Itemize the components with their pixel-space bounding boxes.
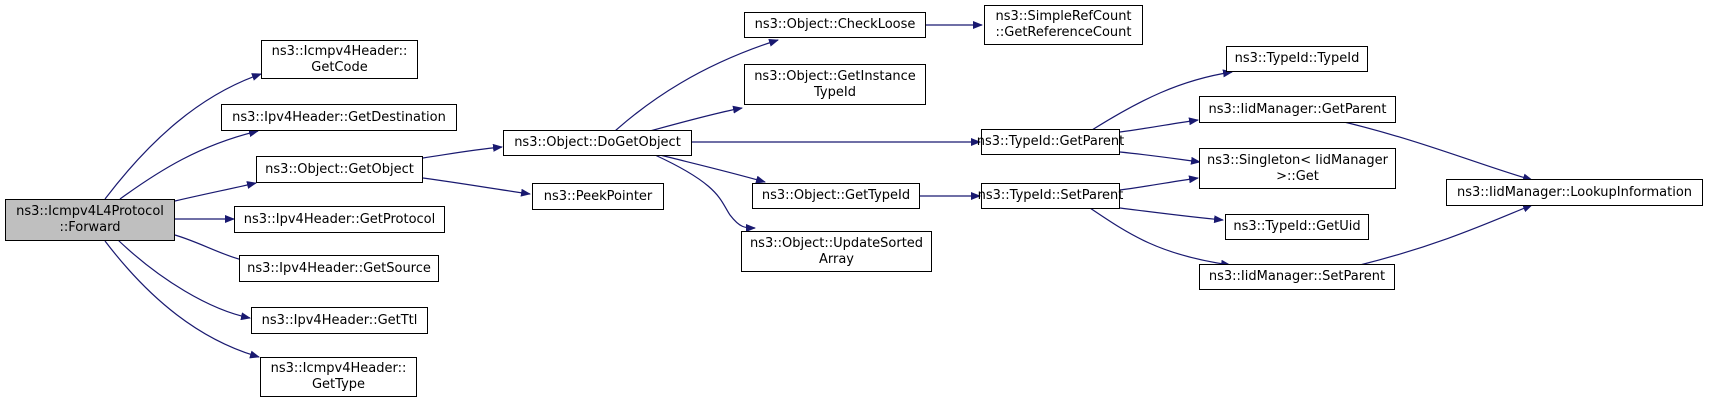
node-icmpv4header-getcode[interactable]: ns3::Icmpv4Header:: GetCode — [261, 40, 418, 79]
node-peekpointer[interactable]: ns3::PeekPointer — [532, 183, 664, 210]
edge-typeidsetparent-getuid — [1119, 207, 1224, 224]
edge-typeidgetparent-iidgetparent — [1119, 117, 1199, 133]
edge-forward-getobject — [174, 181, 257, 202]
node-label-line-1: ns3::SimpleRefCount — [995, 9, 1132, 24]
node-label-line-2: GetType — [311, 377, 366, 392]
node-ipv4header-getttl[interactable]: ns3::Ipv4Header::GetTtl — [251, 307, 428, 334]
node-label-line-2: >::Get — [1276, 168, 1319, 184]
node-label: ns3::Object::GetTypeId — [761, 188, 911, 203]
node-object-updatesortedarray[interactable]: ns3::Object::UpdateSorted Array — [741, 231, 932, 272]
node-simplerefcount-getreferencecount[interactable]: ns3::SimpleRefCount ::GetReferenceCount — [984, 5, 1143, 45]
node-object-dogetobject[interactable]: ns3::Object::DoGetObject — [503, 130, 692, 156]
edge-getobject-peekpointer — [422, 177, 531, 197]
edge-iidgetparent-lookupinformation — [1339, 120, 1533, 182]
node-label: ns3::Ipv4Header::GetProtocol — [243, 211, 436, 227]
node-icmpv4l4protocol-forward[interactable]: ns3::Icmpv4L4Protocol ::Forward — [5, 199, 175, 241]
node-typeid-getuid[interactable]: ns3::TypeId::GetUid — [1225, 214, 1369, 240]
node-label-line-1: ns3::Icmpv4Header:: — [270, 361, 407, 376]
node-iidmanager-setparent[interactable]: ns3::IidManager::SetParent — [1199, 264, 1395, 290]
node-iidmanager-getparent[interactable]: ns3::IidManager::GetParent — [1199, 96, 1396, 123]
node-label: ns3::IidManager::LookupInformation — [1456, 184, 1693, 200]
node-label: ns3::TypeId::SetParent — [977, 188, 1124, 203]
node-ipv4header-getprotocol[interactable]: ns3::Ipv4Header::GetProtocol — [234, 206, 445, 233]
node-label: ns3::IidManager::SetParent — [1208, 269, 1386, 284]
node-ipv4header-getdestination[interactable]: ns3::Ipv4Header::GetDestination — [221, 104, 457, 131]
edge-typeidsetparent-iidsetparent — [1089, 207, 1231, 268]
node-label-line-2: ::Forward — [59, 220, 121, 235]
node-label: ns3::IidManager::GetParent — [1208, 101, 1387, 117]
edge-iidsetparent-lookupinformation — [1359, 204, 1533, 266]
node-label-line-1: ns3::Object::GetInstance — [754, 68, 916, 84]
node-label-line-1: ns3::Icmpv4L4Protocol — [16, 204, 164, 219]
node-typeid-getparent[interactable]: ns3::TypeId::GetParent — [977, 129, 1124, 155]
node-object-getobject[interactable]: ns3::Object::GetObject — [256, 156, 423, 183]
edge-forward-getcode — [104, 73, 262, 200]
node-label: ns3::Object::DoGetObject — [514, 135, 681, 150]
edge-dogetobject-updatesortedarray — [654, 154, 756, 232]
edge-forward-getdestination — [119, 129, 259, 200]
node-label-line-2: ::GetReferenceCount — [995, 25, 1132, 40]
node-label: ns3::Ipv4Header::GetDestination — [232, 109, 446, 125]
node-label: ns3::Ipv4Header::GetTtl — [261, 312, 418, 328]
node-iidmanager-lookupinformation[interactable]: ns3::IidManager::LookupInformation — [1446, 179, 1703, 206]
node-label-line-1: ns3::Object::UpdateSorted — [749, 235, 924, 251]
edge-getobject-dogetobject — [422, 143, 503, 159]
node-object-gettypeid[interactable]: ns3::Object::GetTypeId — [752, 183, 920, 209]
node-label-line-1: ns3::Icmpv4Header:: — [271, 43, 408, 59]
node-label: ns3::TypeId::TypeId — [1234, 51, 1360, 66]
node-label-line-2: Array — [818, 251, 854, 267]
edge-typeidgetparent-typeidtypeid — [1091, 69, 1233, 131]
node-label-line-2: TypeId — [814, 84, 856, 100]
node-icmpv4header-gettype[interactable]: ns3::Icmpv4Header:: GetType — [260, 357, 417, 397]
node-label: ns3::TypeId::GetUid — [1233, 219, 1361, 234]
node-object-getinstancetypeid[interactable]: ns3::Object::GetInstance TypeId — [744, 64, 926, 105]
edge-typeidsetparent-singletonget — [1119, 175, 1199, 191]
edge-typeidgetparent-singletonget — [1119, 151, 1201, 165]
node-label-line-2: GetCode — [311, 59, 368, 75]
node-object-checkloose[interactable]: ns3::Object::CheckLoose — [744, 12, 926, 38]
node-label: ns3::Object::CheckLoose — [754, 17, 916, 32]
node-typeid-setparent[interactable]: ns3::TypeId::SetParent — [978, 183, 1123, 209]
node-label-line-1: ns3::Singleton< IidManager — [1206, 152, 1388, 168]
node-singleton-iidmanager-get[interactable]: ns3::Singleton< IidManager >::Get — [1199, 148, 1396, 189]
node-label: ns3::TypeId::GetParent — [976, 134, 1125, 149]
edge-dogetobject-objgettypeid — [659, 154, 766, 184]
node-label: ns3::Ipv4Header::GetSource — [247, 260, 431, 276]
node-label: ns3::Object::GetObject — [265, 161, 414, 177]
edge-forward-gettype — [104, 240, 260, 359]
edge-dogetobject-getinstancetypeid — [649, 105, 743, 132]
edge-forward-getttl — [117, 239, 251, 321]
edge-dogetobject-checkloose — [614, 38, 779, 132]
node-label: ns3::PeekPointer — [543, 188, 653, 204]
node-typeid-typeid[interactable]: ns3::TypeId::TypeId — [1226, 46, 1368, 72]
node-ipv4header-getsource[interactable]: ns3::Ipv4Header::GetSource — [239, 255, 439, 282]
